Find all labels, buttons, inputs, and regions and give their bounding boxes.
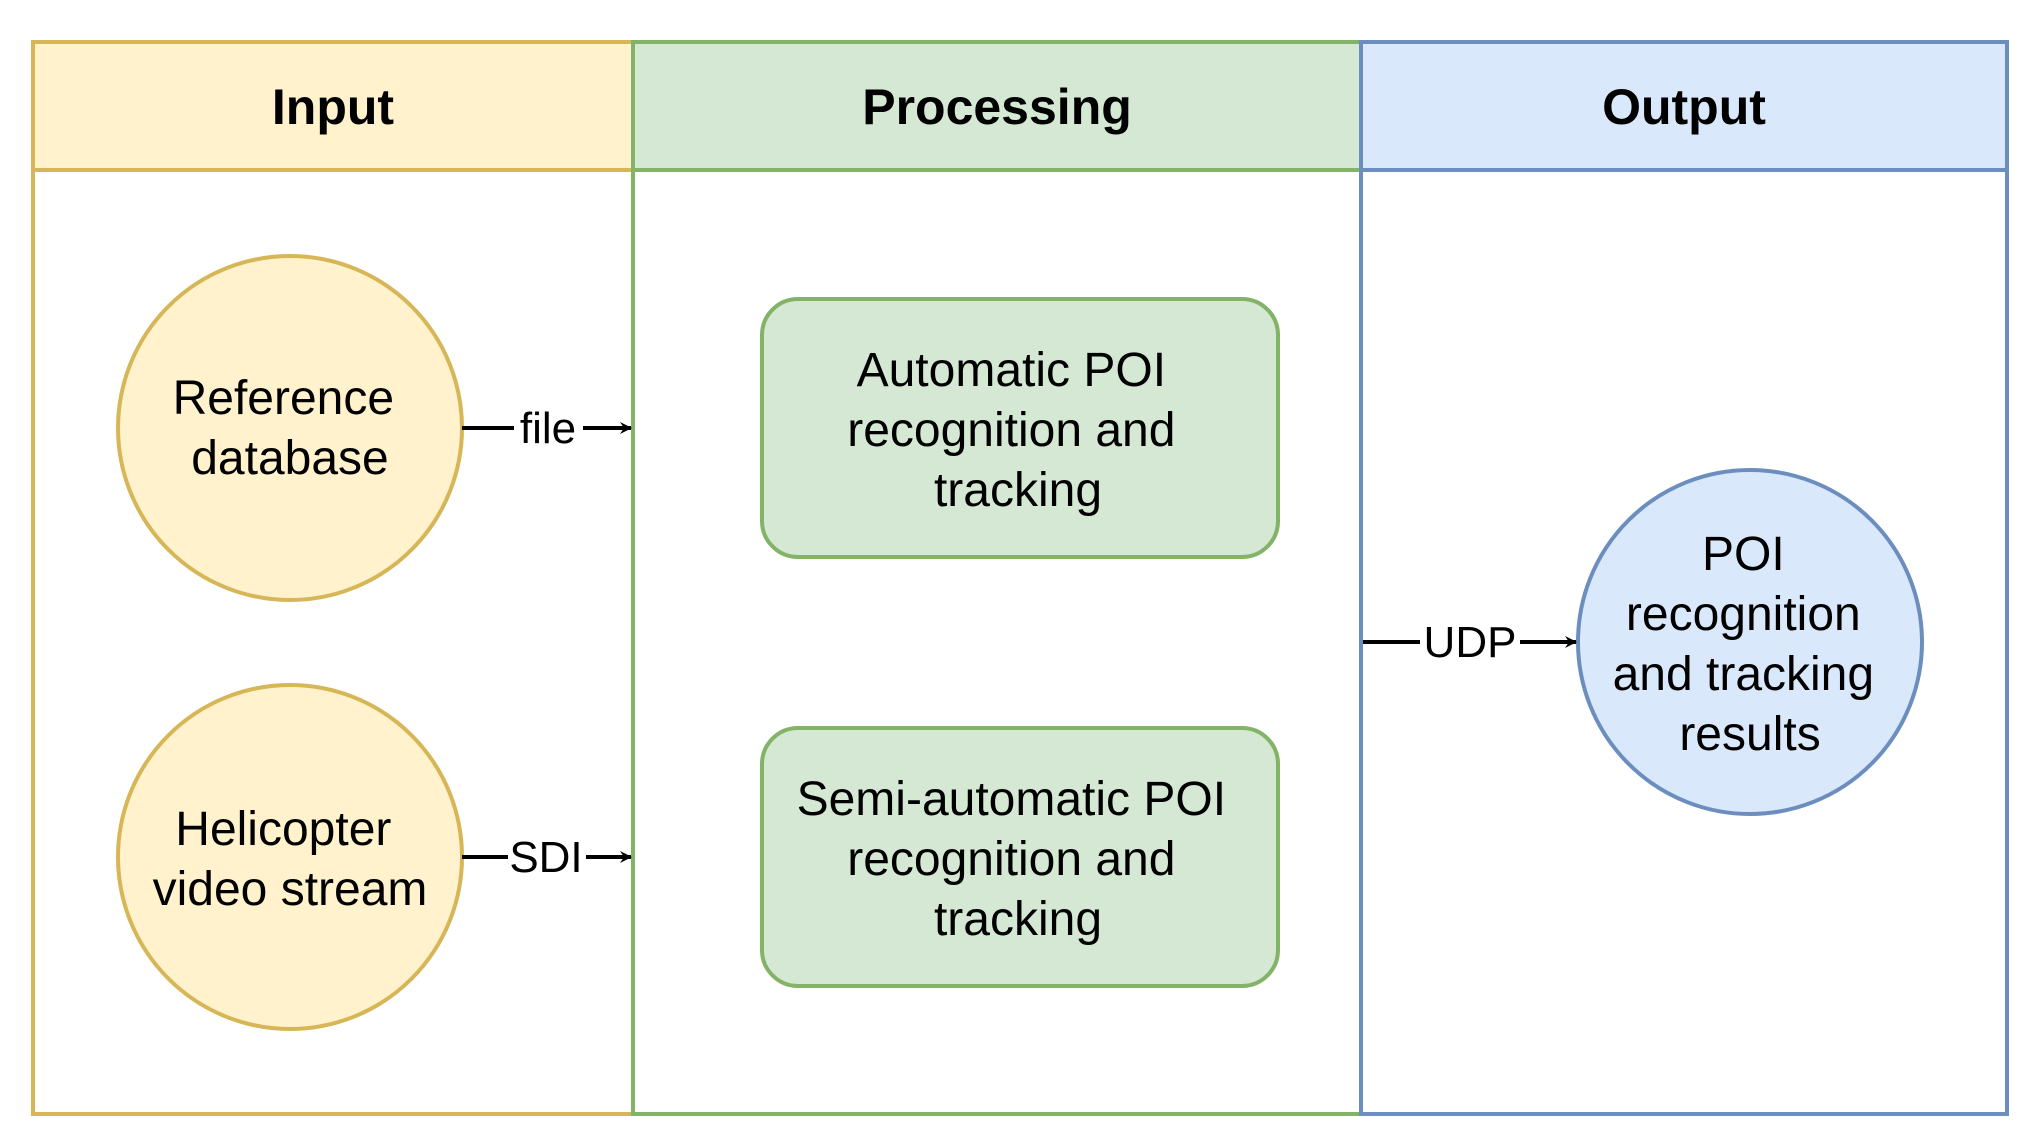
node-semi-automatic-poi-line-2: recognition and: [847, 833, 1175, 886]
edge-udp-label: UDP: [1424, 618, 1517, 667]
node-poi-results: POI recognition and tracking results: [1576, 468, 1924, 816]
svg-text:Semi-automatic POI recog: Semi-automatic POI recognition and track…: [797, 773, 1240, 946]
lane-input-header: [31, 40, 635, 172]
node-automatic-poi-line-3: tracking: [934, 464, 1102, 517]
svg-text:Automatic POI recognitio: Automatic POI recognition and tracking: [847, 344, 1189, 517]
node-reference-database: Reference database: [116, 254, 464, 602]
node-poi-results-line-1: POI: [1702, 528, 1785, 581]
lane-processing-header: [631, 40, 1363, 172]
node-automatic-poi-line-1: Automatic POI: [857, 344, 1166, 397]
svg-text:Reference database: Reference database: [173, 372, 408, 485]
node-helicopter-video-stream: Helicopter video stream: [116, 683, 464, 1031]
node-semi-automatic-poi-line-1: Semi-automatic POI: [797, 773, 1226, 826]
node-helicopter-video-stream-line-1: Helicopter: [175, 803, 391, 856]
edge-sdi-label: SDI: [509, 833, 582, 882]
edge-file-label: file: [520, 404, 576, 453]
svg-text:POI recognition an: POI recognition and tracking results: [1613, 528, 1888, 761]
svg-text:Helicopter video stream: Helicopter video stream: [153, 803, 428, 916]
node-helicopter-video-stream-circle: [116, 683, 464, 1031]
node-poi-results-line-4: results: [1679, 708, 1820, 761]
lane-output-title: Output: [1602, 79, 1766, 135]
node-semi-automatic-poi-box: [760, 726, 1280, 988]
node-poi-results-circle: [1576, 468, 1924, 816]
node-helicopter-video-stream-line-2: video stream: [153, 863, 428, 916]
node-semi-automatic-poi-line-3: tracking: [934, 893, 1102, 946]
lane-input-title: Input: [272, 79, 395, 135]
node-reference-database-line-2: database: [191, 432, 389, 485]
edge-udp: UDP: [1363, 618, 1577, 667]
lane-processing-title: Processing: [862, 79, 1132, 135]
node-automatic-poi: Automatic POI recognition and tracking: [760, 297, 1280, 559]
node-semi-automatic-poi: Semi-automatic POI recognition and track…: [760, 726, 1280, 988]
node-reference-database-line-1: Reference: [173, 372, 394, 425]
lane-output-header: [1359, 40, 2009, 172]
node-automatic-poi-line-2: recognition and: [847, 404, 1175, 457]
node-poi-results-line-3: and tracking: [1613, 648, 1875, 701]
edge-sdi: SDI: [462, 833, 632, 882]
node-automatic-poi-box: [760, 297, 1280, 559]
edge-file: file: [462, 404, 632, 453]
node-poi-results-line-2: recognition: [1626, 588, 1861, 641]
node-reference-database-circle: [116, 254, 464, 602]
